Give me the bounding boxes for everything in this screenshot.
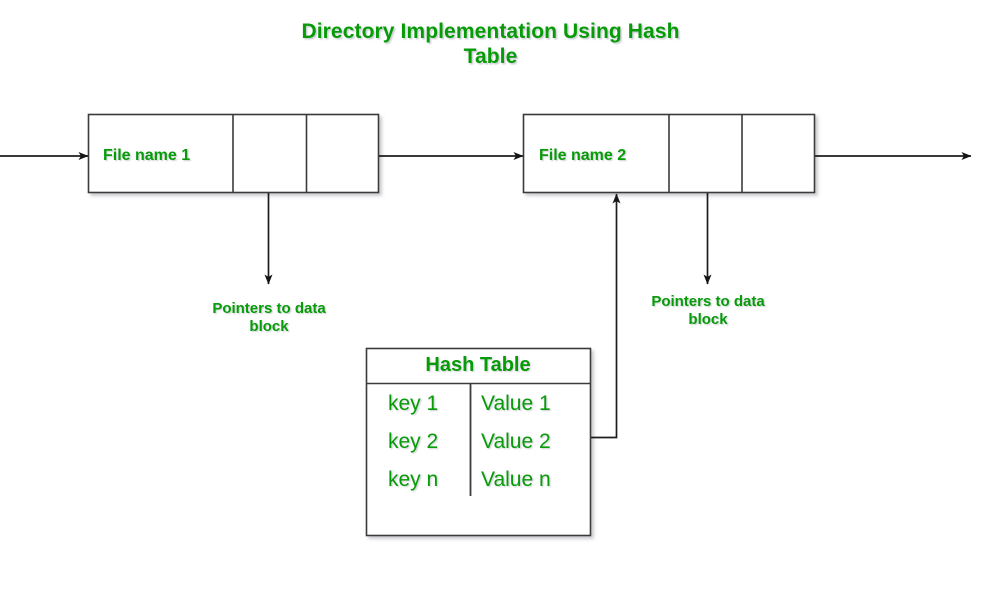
page-title: Directory Implementation Using Hash Tabl…: [301, 20, 680, 68]
hash-table-value-cell[interactable]: Value 1: [481, 392, 551, 415]
hash-table-key-cell[interactable]: key 1: [388, 392, 439, 415]
pointers-to-data-block-label-2: Pointers to data block: [651, 293, 765, 328]
file-entry-1-cell-3[interactable]: [307, 115, 378, 192]
hash-table-value-cell[interactable]: Value n: [481, 468, 551, 491]
file-entry-1-label: File name 1: [103, 147, 191, 164]
file-entry-2-label: File name 2: [539, 147, 627, 164]
file-entry-2-cell-3[interactable]: [742, 115, 814, 192]
hash-table-to-entry2-arrow: [591, 193, 621, 439]
hash-table-value-cell[interactable]: Value 2: [481, 430, 551, 453]
hash-table-title: Hash Table: [425, 354, 531, 376]
pointers-to-data-block-label-1: Pointers to data block: [212, 300, 326, 335]
hash-table-key-cell[interactable]: key 2: [388, 430, 439, 453]
hash-table-key-cell[interactable]: key n: [388, 468, 439, 491]
file-entry-2-cell-2[interactable]: [669, 115, 742, 192]
file-entry-1-cell-2[interactable]: [233, 115, 306, 192]
